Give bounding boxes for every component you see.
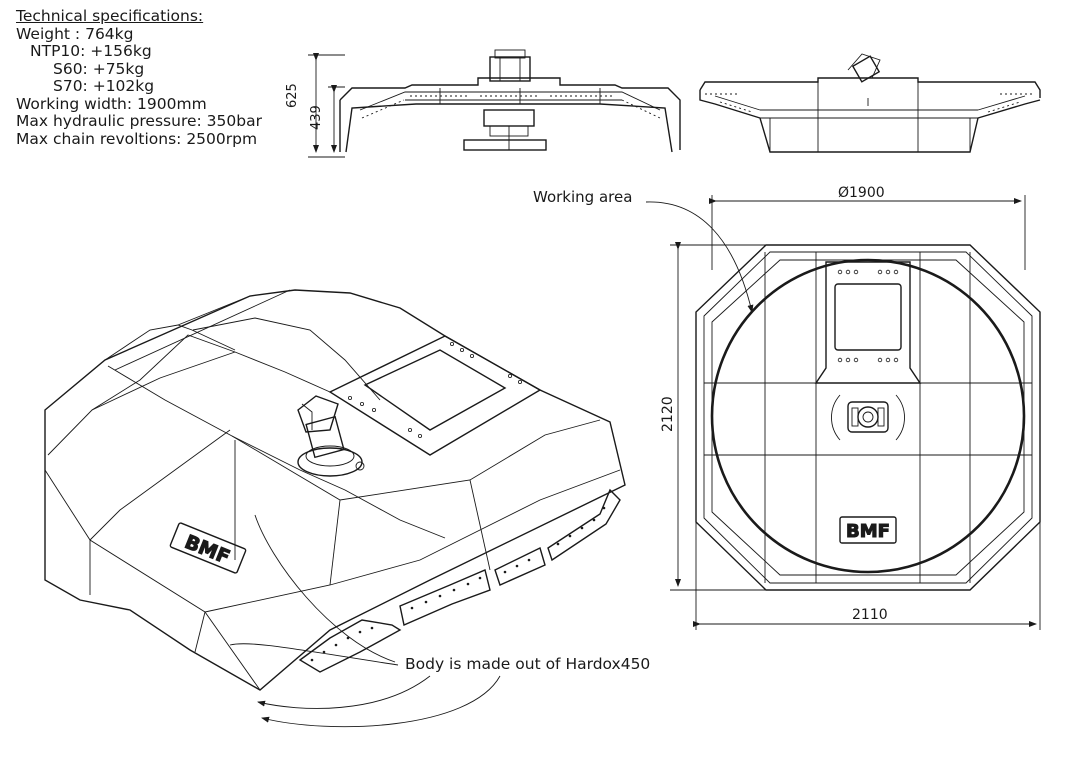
side-view-front: 625 439	[285, 49, 681, 158]
iso-logo-text: BMF	[182, 531, 233, 569]
gearbox-top-view	[831, 394, 905, 441]
dim-width-label: 2110	[852, 607, 888, 623]
spec-chain-revolutions: Max chain revoltions: 2500rpm	[16, 129, 258, 148]
spec-s60: S60: +75kg	[53, 59, 145, 78]
iso-gearbox	[297, 395, 365, 477]
dim-length-label: 2120	[660, 396, 676, 432]
technical-specifications: Technical specifications: Weight : 764kg…	[16, 7, 262, 148]
callout-leaders	[229, 514, 501, 728]
top-view-logo: BMF	[846, 521, 890, 542]
spec-hydraulic-pressure: Max hydraulic pressure: 350bar	[16, 112, 262, 130]
spec-ntp10: NTP10: +156kg	[30, 42, 152, 60]
spec-working-width: Working width: 1900mm	[16, 94, 207, 113]
iso-edge-bolts	[310, 506, 606, 662]
dim-diameter-label: Ø1900	[838, 185, 885, 201]
dim-625-label: 625	[285, 83, 300, 108]
side-view-right	[699, 53, 1041, 153]
iso-hatch-bolts	[347, 341, 523, 438]
spec-weight: Weight : 764kg	[16, 24, 134, 43]
working-area-label: Working area	[533, 188, 632, 206]
side-view-dimensions: 625 439	[285, 53, 345, 158]
isometric-view: BMF Body is made out of Hardox450	[44, 289, 650, 728]
hatch-bolts	[837, 269, 899, 363]
top-view: Ø1900 2120 2110	[533, 185, 1041, 630]
specs-title: Technical specifications:	[16, 7, 204, 25]
spec-s70: S70: +102kg	[53, 77, 155, 95]
side-view-body	[339, 49, 681, 153]
dim-439-label: 439	[309, 105, 324, 130]
working-area-circle	[710, 258, 1026, 574]
material-callout: Body is made out of Hardox450	[405, 655, 650, 673]
